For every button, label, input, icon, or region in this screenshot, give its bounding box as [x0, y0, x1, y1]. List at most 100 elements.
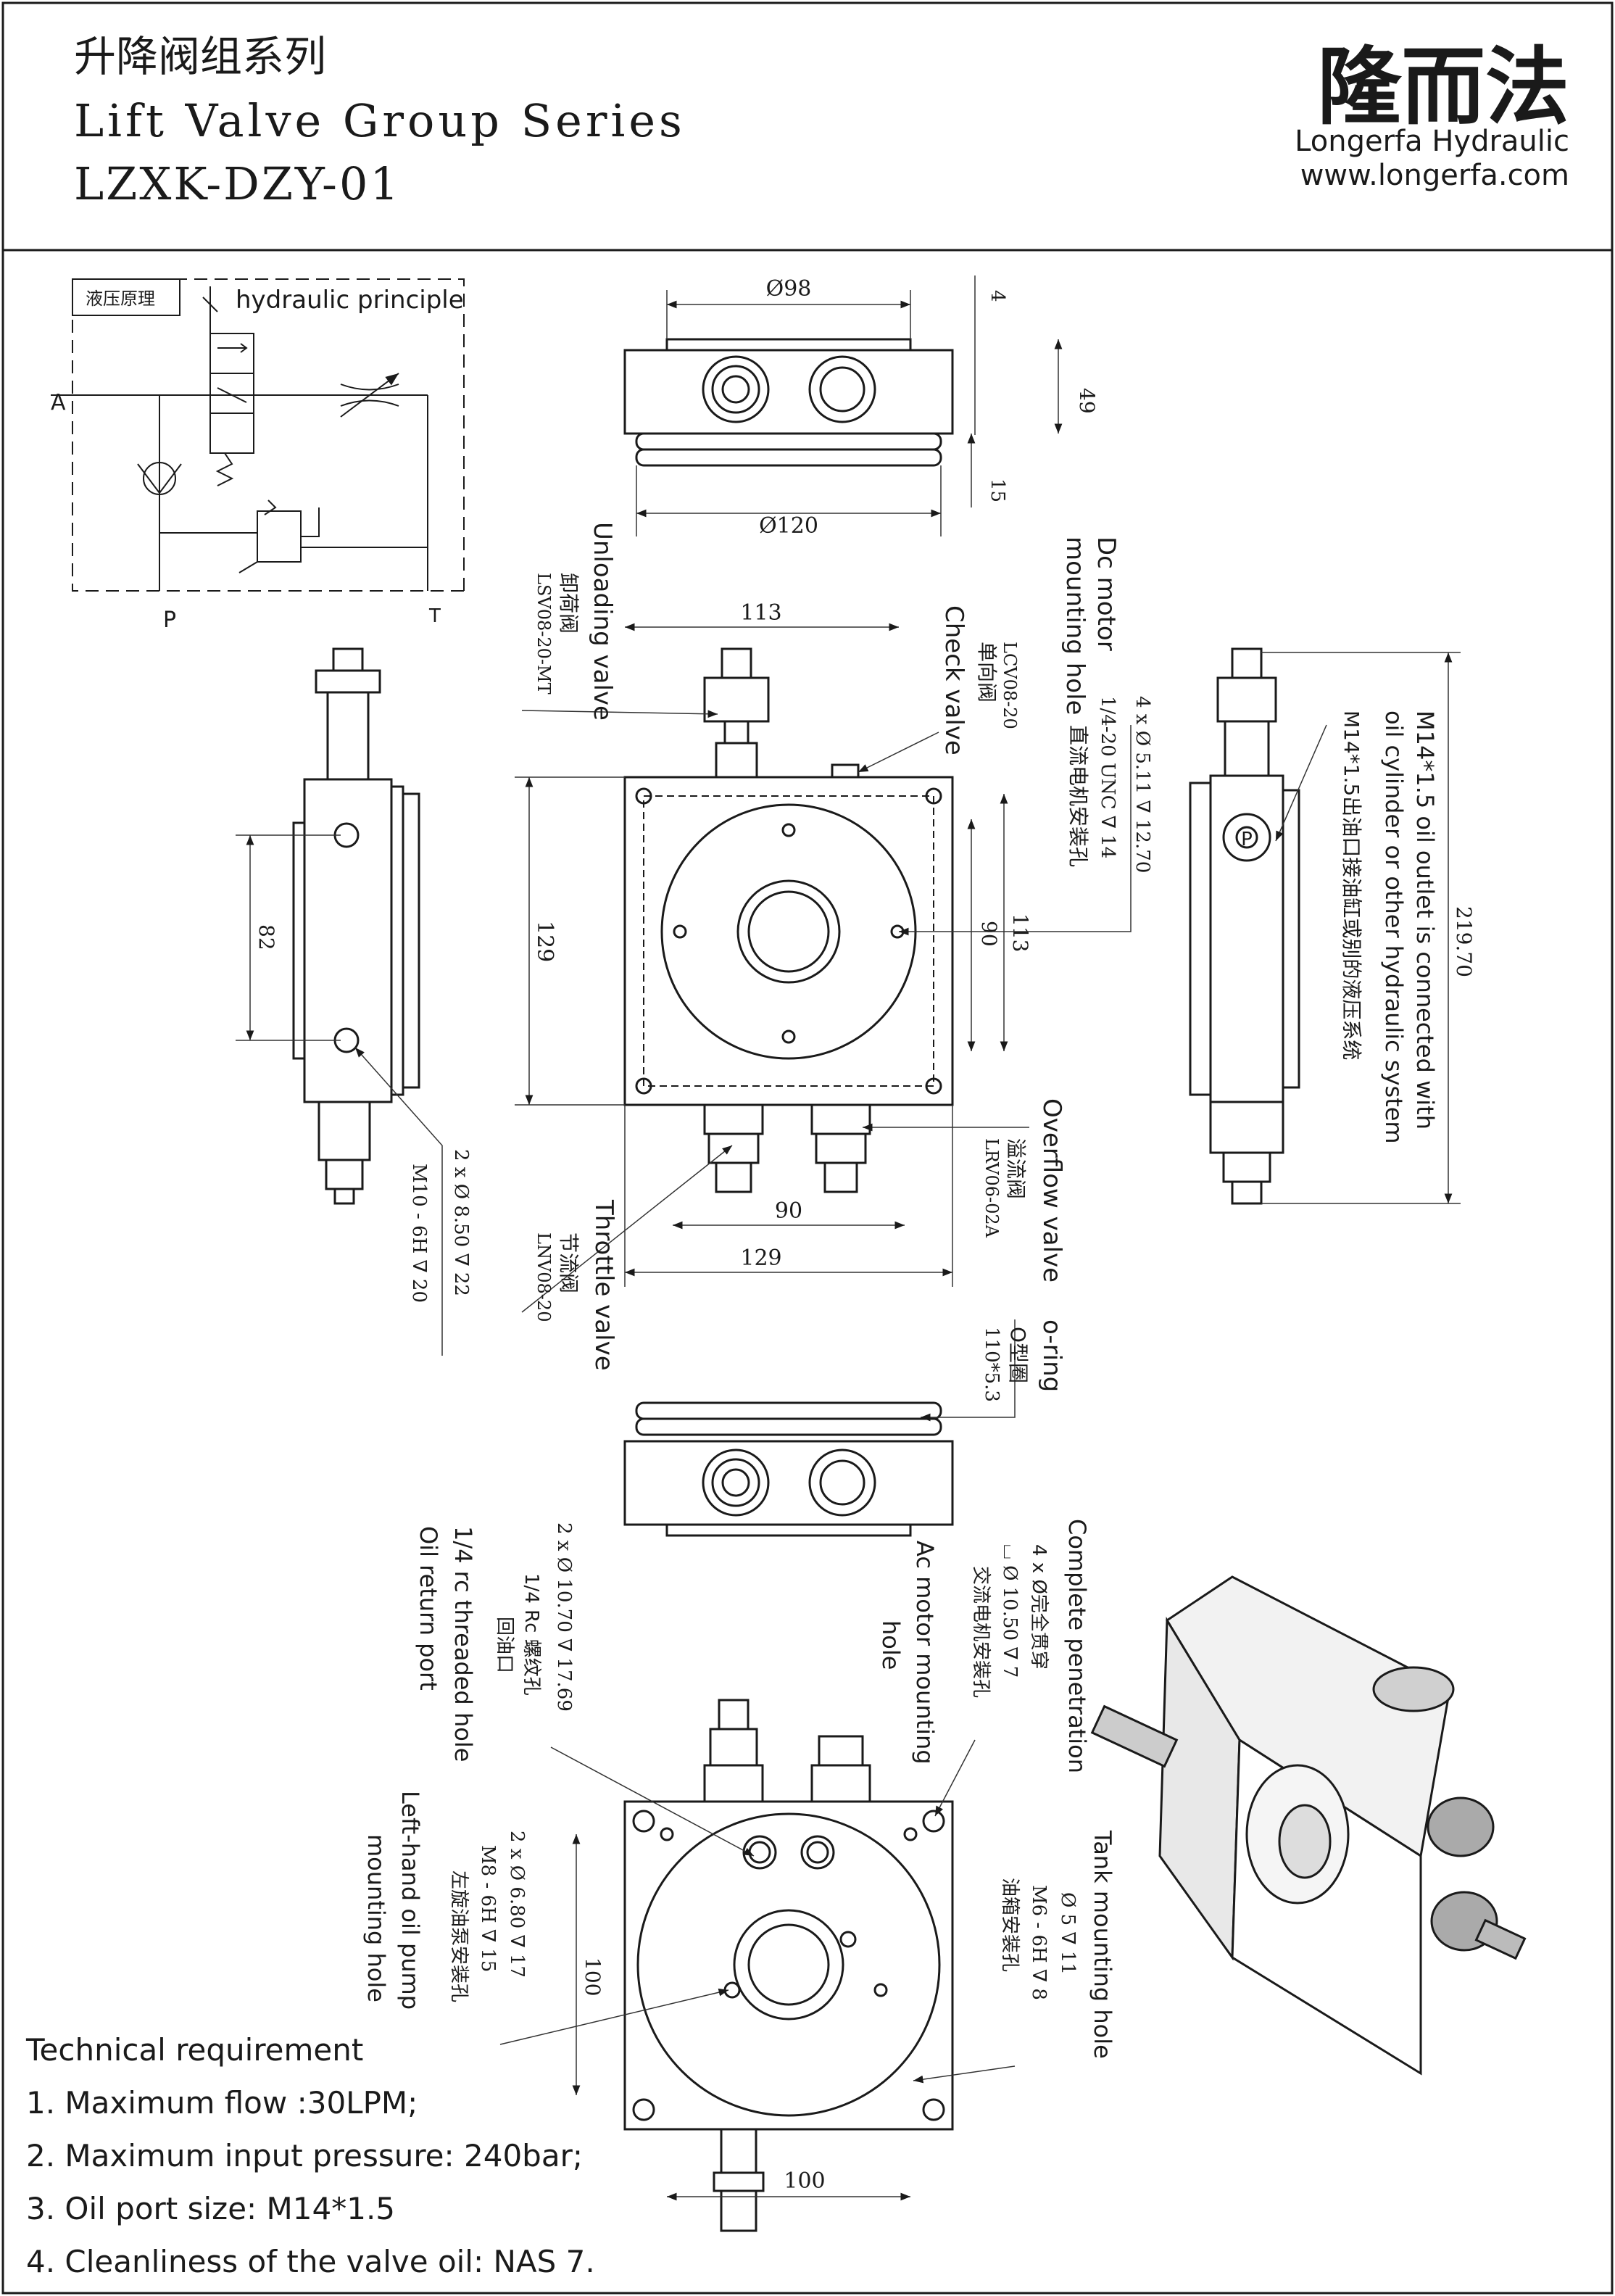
unloading-valve-code: LSV08-20-MT — [534, 573, 554, 695]
port-p-mark: P — [1241, 829, 1253, 850]
ac-motor-label-2: hole — [877, 1620, 905, 1670]
pump-callout: Left-hand oil pump mounting hole 2 x Ø 6… — [362, 1791, 528, 2010]
throttle-valve-cn: 节流阀 — [557, 1232, 581, 1293]
port-p: P — [163, 608, 176, 633]
tank-spec-1: Ø 5 ∇ 11 — [1057, 1892, 1079, 1975]
tank-spec-2: M6 - 6H ∇ 8 — [1028, 1885, 1050, 2000]
pump-spec-2: M8 - 6H ∇ 15 — [477, 1845, 499, 1972]
dc-motor-spec: 4 x Ø 5.11 ∇ 12.70 — [1132, 696, 1153, 873]
top-view-upper: Ø98 Ø120 49 4 15 — [623, 275, 1099, 539]
overflow-valve-code: LRV06-02A — [981, 1138, 1002, 1238]
isometric-render — [1090, 1575, 1527, 2076]
ac-motor-label-1: Ac motor mounting — [911, 1541, 939, 1765]
ac-motor-spec-1: 4 x Ø完全贯穿 — [1028, 1544, 1050, 1670]
website: www.longerfa.com — [1300, 159, 1569, 192]
hydraulic-schematic: 液压原理 hydraulic principle A P T — [51, 278, 465, 633]
throttle-valve-label: Throttle valve — [589, 1199, 618, 1371]
check-valve-code: LCV08-20 — [1000, 642, 1020, 729]
ac-motor-cn: 交流电机安装孔 — [970, 1566, 992, 1698]
dim-h4: 4 — [987, 290, 1008, 302]
dim-h90: 90 — [977, 921, 1001, 947]
throttle-valve-code: LNV08-20 — [534, 1232, 554, 1322]
side-hole-thread: M10 - 6H ∇ 20 — [408, 1164, 430, 1303]
ac-motor-callout: Complete penetration Ac motor mounting h… — [877, 1519, 1091, 1773]
return-spec: 2 x Ø 10.70 ∇ 17.69 — [553, 1522, 575, 1712]
schematic-label-cn: 液压原理 — [86, 289, 155, 309]
unloading-callout: Unloading valve 卸荷阀 LSV08-20-MT — [534, 522, 617, 721]
title-en: Lift Valve Group Series — [74, 94, 686, 147]
left-side-view: 82 — [236, 647, 443, 1356]
tech-item: 3. Oil port size: M14*1.5 — [26, 2191, 395, 2226]
overflow-valve-label: Overflow valve — [1037, 1098, 1066, 1282]
tech-title: Technical requirement — [25, 2032, 363, 2068]
oring-callout: o-ring O型圈 110*5.3 — [981, 1319, 1066, 1402]
side-hole-callout: 2 x Ø 8.50 ∇ 22 M10 - 6H ∇ 20 — [408, 1149, 472, 1303]
dim-h49: 49 — [1075, 388, 1099, 414]
dim-h82: 82 — [254, 924, 278, 950]
check-valve-cn: 单向阀 — [975, 642, 999, 703]
dc-motor-label-2: mounting hole — [1060, 536, 1089, 715]
tech-item: 1. Maximum flow :30LPM; — [26, 2085, 418, 2121]
outlet-label-2: oil cylinder or other hydraulic system — [1380, 710, 1408, 1144]
dc-motor-cn: 直流电机安装孔 — [1066, 725, 1090, 867]
dim-d120: Ø120 — [759, 513, 818, 539]
dc-motor-callout: Dc motor mounting hole 4 x Ø 5.11 ∇ 12.7… — [1060, 536, 1153, 873]
brand-logo: 隆而法 — [1317, 38, 1569, 136]
dim-w113: 113 — [740, 600, 781, 626]
pump-label-1: Left-hand oil pump — [397, 1791, 424, 2010]
back-view: 100 100 — [499, 1699, 1016, 2232]
dim-w90: 90 — [775, 1198, 802, 1224]
dim-h15: 15 — [987, 478, 1008, 502]
port-a: A — [51, 390, 66, 415]
return-cn: 回油口 — [494, 1617, 515, 1673]
schematic-label-en: hydraulic principle — [236, 286, 464, 315]
oring-spec: 110*5.3 — [981, 1327, 1002, 1402]
dim-h129: 129 — [532, 921, 557, 962]
tech-item: 4. Cleanliness of the valve oil: NAS 7. — [26, 2244, 595, 2279]
dc-motor-thread: 1/4-20 UNC ∇ 14 — [1097, 696, 1118, 858]
pump-label-2: mounting hole — [362, 1834, 390, 2002]
dim-w129: 129 — [740, 1246, 781, 1271]
brand-en: Longerfa Hydraulic — [1295, 125, 1569, 158]
check-callout: Check valve 单向阀 LCV08-20 — [939, 605, 1020, 755]
dim-w100: 100 — [784, 2168, 825, 2194]
tech-item: 2. Maximum input pressure: 240bar; — [26, 2138, 583, 2173]
check-valve-label: Check valve — [939, 605, 968, 755]
side-hole-spec: 2 x Ø 8.50 ∇ 22 — [450, 1149, 472, 1296]
oring-cn: O型圈 — [1006, 1327, 1030, 1383]
dim-d98: Ø98 — [766, 276, 812, 302]
outlet-callout: M14*1.5 oil outlet is connected with oil… — [1340, 710, 1439, 1144]
overflow-valve-cn: 溢流阀 — [1004, 1138, 1028, 1199]
return-label-1: 1/4 rc threaded hole — [449, 1526, 477, 1762]
return-label-2: Oil return port — [415, 1526, 442, 1691]
brand-cn: 隆而法 — [1317, 38, 1569, 136]
tank-callout: Tank mounting hole Ø 5 ∇ 11 M6 - 6H ∇ 8 … — [999, 1830, 1116, 2059]
bottom-view — [623, 1319, 1016, 1537]
right-side-view: P 219.70 — [1189, 647, 1476, 1205]
technical-requirements: Technical requirement 1. Maximum flow :3… — [25, 2032, 595, 2279]
complete-penetration-label: Complete penetration — [1063, 1519, 1091, 1773]
ac-motor-spec-2: ⌴ Ø 10.50 ∇ 7 — [999, 1544, 1021, 1678]
unloading-valve-label: Unloading valve — [588, 522, 617, 721]
title-cn: 升降阀组系列 — [74, 32, 326, 81]
dim-h100: 100 — [581, 1957, 605, 1996]
dim-h219: 219.70 — [1452, 906, 1476, 977]
dim-h113: 113 — [1008, 913, 1032, 952]
dc-motor-label: Dc motor — [1092, 536, 1121, 651]
pump-spec-1: 2 x Ø 6.80 ∇ 17 — [506, 1831, 528, 1978]
return-thread: 1/4 Rc 螺纹孔 — [520, 1573, 542, 1696]
throttle-callout: Throttle valve 节流阀 LNV08-20 — [534, 1199, 618, 1371]
model-number: LZXK-DZY-01 — [74, 157, 401, 210]
front-view: 113 129 90 113 90 129 — [515, 600, 1132, 1313]
return-callout: 1/4 rc threaded hole Oil return port 2 x… — [415, 1522, 575, 1762]
pump-cn: 左旋油泵安装孔 — [448, 1870, 470, 2002]
outlet-label-cn: M14*1.5出油口接油缸或别的液压系统 — [1340, 710, 1363, 1060]
overflow-callout: Overflow valve 溢流阀 LRV06-02A — [981, 1098, 1066, 1282]
outlet-label-1: M14*1.5 oil outlet is connected with — [1411, 710, 1439, 1130]
oring-label: o-ring — [1037, 1319, 1066, 1392]
unloading-valve-cn: 卸荷阀 — [557, 573, 581, 634]
tank-label: Tank mounting hole — [1089, 1830, 1116, 2059]
port-t: T — [428, 605, 441, 627]
